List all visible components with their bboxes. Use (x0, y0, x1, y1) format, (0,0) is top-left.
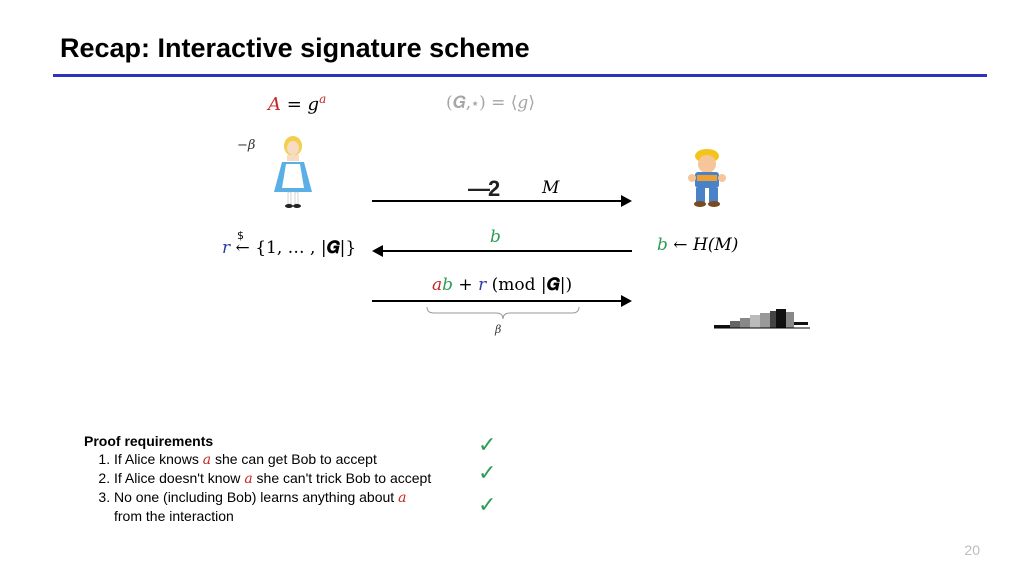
proof-heading: Proof requirements (84, 433, 214, 449)
resp-r: r (478, 275, 487, 295)
proof-item-1-var: a (202, 452, 212, 468)
pubkey-A: A (268, 94, 281, 115)
challenge-b-label: b (490, 227, 501, 247)
r-close: |} (339, 238, 357, 258)
resp-mod: (mod | (486, 275, 547, 295)
proof-item-1-pre: If Alice knows (114, 451, 203, 467)
check-icon-1: ✓ (478, 432, 497, 457)
bob-builder-figure-icon (688, 149, 726, 207)
arrow-to-bob-1 (372, 195, 632, 207)
underbrace (426, 306, 580, 320)
check-icon-3: ✓ (478, 492, 497, 517)
group-definition: (𝑮,⋆) = ⟨𝑔⟩ (446, 93, 535, 113)
proof-item-1-post: she can get Bob to accept (211, 451, 377, 467)
page-number: 20 (964, 542, 980, 558)
public-key-equation: A = ga (268, 92, 326, 115)
brace-beta-label: 𝛽 (495, 323, 502, 336)
histogram-sketch-icon (714, 309, 810, 329)
random-r-sampling: r ← {1, … , |𝑮|} (222, 238, 356, 258)
message-M: M (542, 178, 560, 198)
proof-item-1: If Alice knows a she can get Bob to acce… (114, 450, 434, 469)
proof-requirements: Proof requirements If Alice knows a she … (84, 432, 434, 525)
proof-item-3-pre: No one (including Bob) learns anything a… (114, 489, 399, 505)
r-group-G: 𝑮 (326, 238, 340, 258)
r-assign: ← {1, … , | (230, 238, 327, 258)
slide-title: Recap: Interactive signature scheme (60, 33, 530, 63)
proof-item-2-post: she can't trick Bob to accept (252, 470, 432, 486)
response-expression: ab + r (mod |𝑮|) (432, 275, 572, 295)
title-underline (53, 74, 987, 77)
arrow-to-bob-2 (372, 295, 632, 307)
scribble-mark: —2 (468, 176, 500, 201)
proof-item-2-pre: If Alice doesn't know (114, 470, 245, 486)
alice-figure-icon (274, 136, 312, 208)
resp-close: |) (559, 275, 573, 295)
neg-beta-label: −𝛽 (237, 138, 256, 153)
proof-item-3-post: from the interaction (114, 508, 234, 524)
proof-item-3-var: a (398, 490, 407, 506)
random-dollar-sign: $ (237, 229, 244, 242)
pubkey-equals: = (281, 94, 308, 115)
resp-plus: + (453, 275, 479, 295)
hash-challenge: b ← H(M) (657, 235, 738, 255)
check-icon-2: ✓ (478, 460, 497, 485)
proof-list: If Alice knows a she can get Bob to acce… (84, 450, 434, 525)
proof-item-3: No one (including Bob) learns anything a… (114, 488, 434, 525)
resp-G: 𝑮 (546, 275, 560, 295)
proof-item-2: If Alice doesn't know a she can't trick … (114, 469, 434, 488)
arrow-to-alice (372, 245, 632, 257)
b-variable: b (657, 235, 668, 255)
pubkey-g: g (307, 94, 320, 115)
b-assign: ← H(M) (667, 235, 739, 255)
proof-item-2-var: a (244, 471, 253, 487)
r-variable: r (222, 238, 231, 258)
resp-a: a (432, 275, 443, 295)
resp-b: b (442, 275, 454, 295)
pubkey-exponent: a (319, 92, 327, 106)
